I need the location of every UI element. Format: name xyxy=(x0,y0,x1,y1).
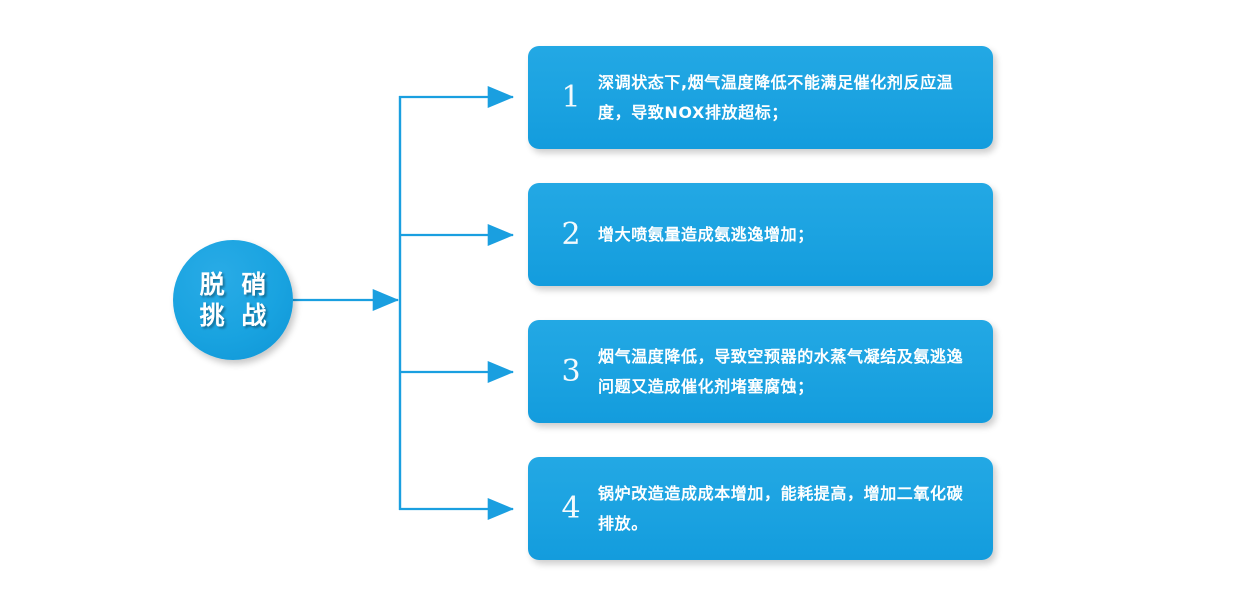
challenge-number-2: 2 xyxy=(561,216,581,252)
challenge-box-4[interactable]: 4 锅炉改造造成成本增加，能耗提高，增加二氧化碳排放。 xyxy=(528,457,993,560)
challenge-number-1: 1 xyxy=(561,79,581,115)
challenge-text-1: 深调状态下,烟气温度降低不能满足催化剂反应温度，导致NOX排放超标； xyxy=(598,72,954,122)
hub-title-line-2: 挑 战 xyxy=(199,301,271,330)
challenge-text-4: 锅炉改造造成成本增加，能耗提高，增加二氧化碳排放。 xyxy=(598,483,964,533)
challenge-box-2[interactable]: 2 增大喷氨量造成氨逃逸增加； xyxy=(528,183,993,286)
challenge-box-3[interactable]: 3 烟气温度降低，导致空预器的水蒸气凝结及氨逃逸问题又造成催化剂堵塞腐蚀； xyxy=(528,320,993,423)
hub-circle[interactable]: 脱 硝 挑 战 xyxy=(173,240,293,360)
challenge-text-2: 增大喷氨量造成氨逃逸增加； xyxy=(598,224,814,244)
challenge-number-4: 4 xyxy=(561,490,581,526)
challenge-box-1[interactable]: 1 深调状态下,烟气温度降低不能满足催化剂反应温度，导致NOX排放超标； xyxy=(528,46,993,149)
challenge-number-3: 3 xyxy=(561,353,581,389)
hub-title-line-1: 脱 硝 xyxy=(199,270,271,299)
challenge-text-3: 烟气温度降低，导致空预器的水蒸气凝结及氨逃逸问题又造成催化剂堵塞腐蚀； xyxy=(598,346,964,396)
